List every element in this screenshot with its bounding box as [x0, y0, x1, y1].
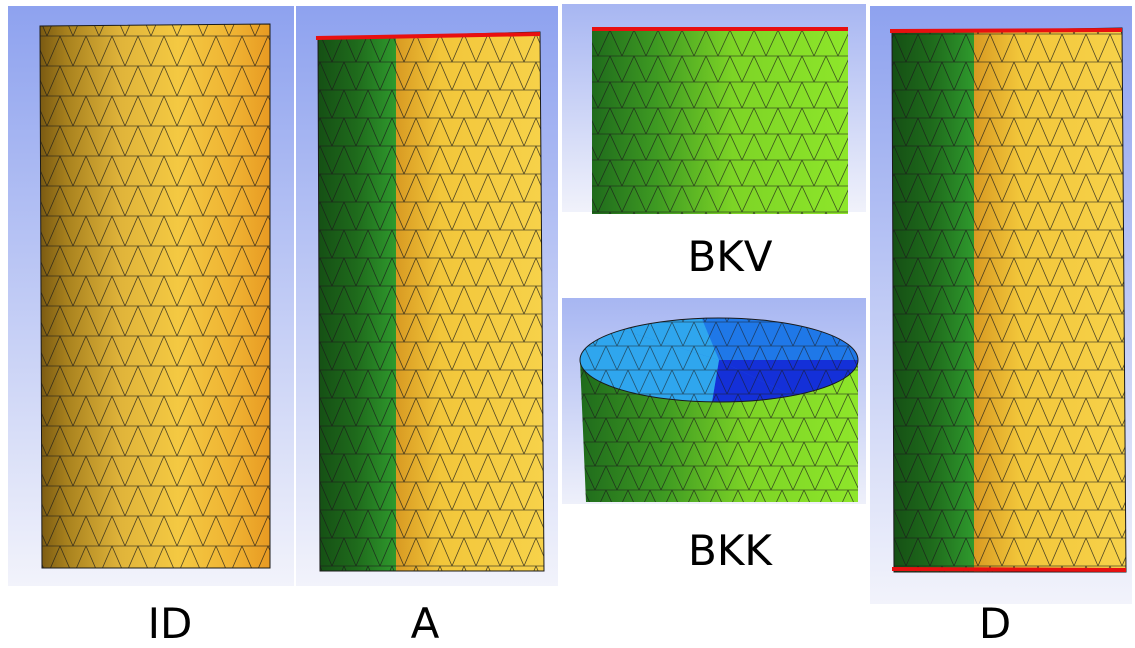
- red-boundary-top: [315, 32, 541, 40]
- label-bkk: BKK: [688, 526, 772, 575]
- label-id: ID: [147, 599, 193, 648]
- mesh-panel-a: [296, 6, 558, 586]
- red-boundary-top: [889, 28, 1123, 33]
- mesh-bkv-view: [562, 4, 866, 216]
- mesh-panel-id: [8, 6, 294, 586]
- mesh-panel-d: [870, 6, 1132, 604]
- red-boundary-bottom: [891, 567, 1127, 572]
- label-a: A: [410, 599, 440, 648]
- mesh-panel-bkv: [562, 4, 866, 216]
- label-bkv: BKV: [687, 232, 773, 281]
- mesh-bkk-view: [562, 298, 866, 504]
- mesh-a-view: [296, 6, 558, 586]
- label-d: D: [978, 599, 1012, 648]
- mesh-d-view: [870, 6, 1132, 604]
- mesh-id-view: [8, 6, 294, 586]
- mesh-panel-bkk: [562, 298, 866, 504]
